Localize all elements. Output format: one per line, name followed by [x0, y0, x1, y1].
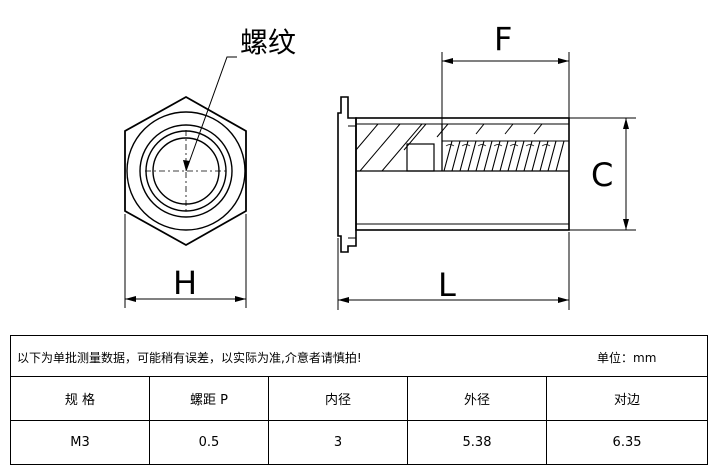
cell-across-flats: 6.35: [545, 420, 709, 465]
cell-inner-diameter: 3: [268, 420, 408, 465]
dimension-c: [569, 117, 636, 231]
cell-pitch: 0.5: [149, 420, 269, 465]
technical-drawing: 螺纹 H F C L: [124, 20, 636, 310]
header-spec: 规 格: [10, 376, 150, 421]
label-f: F: [494, 20, 512, 58]
unit-label: 单位：mm: [597, 351, 657, 365]
header-inner-diameter: 内径: [268, 376, 408, 421]
table-row: M3 0.5 3 5.38 6.35: [10, 420, 709, 465]
note-cell: 以下为单批测量数据，可能稍有误差，以实际为准,介意者请慎拍! 单位：mm: [9, 335, 709, 377]
header-row: 规 格 螺距 P 内径 外径 对边: [10, 376, 709, 421]
label-c: C: [591, 156, 613, 194]
dimension-f: [441, 52, 570, 124]
thread-label: 螺纹: [240, 26, 296, 59]
thread-leader: [183, 56, 237, 172]
dimension-h: [124, 214, 247, 308]
header-outer-diameter: 外径: [407, 376, 547, 421]
cell-spec: M3: [10, 420, 150, 465]
cell-outer-diameter: 5.38: [407, 420, 547, 465]
dimension-l: [337, 232, 570, 310]
header-pitch: 螺距 P: [149, 376, 269, 421]
spec-table: 以下为单批测量数据，可能稍有误差，以实际为准,介意者请慎拍! 单位：mm 规 格…: [9, 335, 709, 465]
header-across-flats: 对边: [545, 376, 709, 421]
label-l: L: [438, 266, 456, 304]
label-h: H: [173, 264, 197, 302]
note-row: 以下为单批测量数据，可能稍有误差，以实际为准,介意者请慎拍! 单位：mm: [9, 335, 709, 377]
measurement-note: 以下为单批测量数据，可能稍有误差，以实际为准,介意者请慎拍!: [17, 351, 362, 365]
side-view: [337, 96, 570, 253]
front-view-hexagon: [124, 95, 247, 247]
